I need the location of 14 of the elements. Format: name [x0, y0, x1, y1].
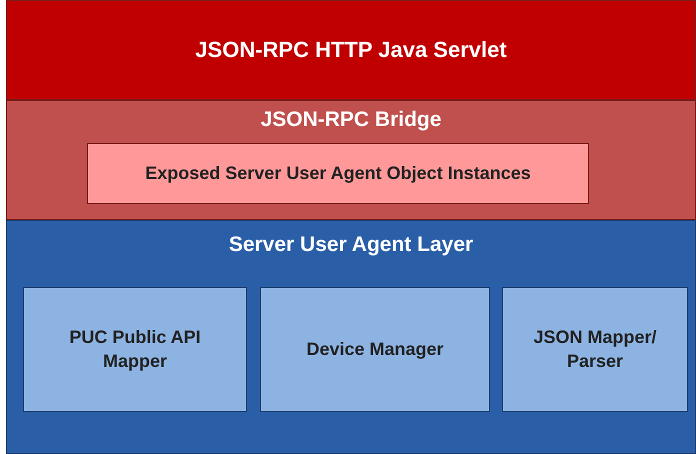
component-label: Exposed Server User Agent Object Instances — [144, 162, 532, 185]
servlet-layer-band — [6, 0, 696, 100]
component-box — [260, 287, 490, 412]
component-box — [502, 287, 688, 412]
component-label: PUC Public API Mapper — [68, 326, 202, 373]
layer-title: JSON-RPC Bridge — [260, 107, 442, 133]
bridge-layer-band — [6, 100, 696, 220]
component-label: Device Manager — [305, 338, 445, 361]
agent-layer-band — [6, 220, 696, 454]
layer-title: Server User Agent Layer — [228, 232, 474, 258]
component-label: JSON Mapper/ Parser — [532, 326, 658, 372]
layer-title: JSON-RPC HTTP Java Servlet — [194, 36, 508, 64]
component-box — [23, 287, 247, 412]
component-box — [87, 143, 589, 204]
